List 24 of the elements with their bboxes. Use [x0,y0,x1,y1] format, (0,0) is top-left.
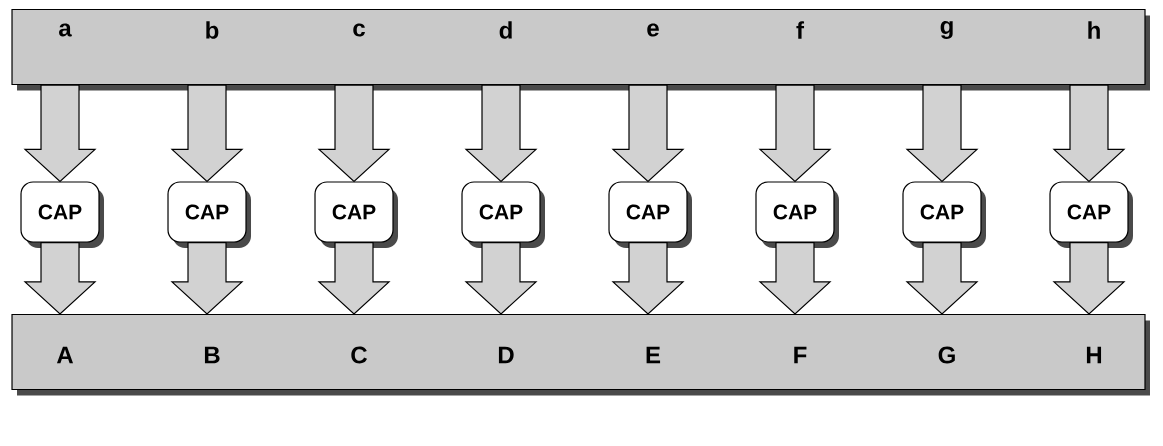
block-arrow [1052,84,1126,183]
block-arrow [905,242,979,315]
block-arrow [758,242,832,315]
block-arrow [611,242,685,315]
block-arrow [23,242,97,315]
cap-box: CAP [461,181,545,248]
block-arrow [317,84,391,183]
cap-box: CAP [167,181,251,248]
block-arrow [611,84,685,183]
cap-box: CAP [20,181,104,248]
cap-box: CAP [1049,181,1133,248]
cap-box: CAP [608,181,692,248]
block-arrow [758,84,832,183]
block-arrow [464,84,538,183]
block-arrow [317,242,391,315]
block-arrow [905,84,979,183]
block-arrow [1052,242,1126,315]
block-arrow [170,84,244,183]
cap-box: CAP [314,181,398,248]
block-arrow [464,242,538,315]
cap-box: CAP [902,181,986,248]
block-arrow [23,84,97,183]
cap-box: CAP [755,181,839,248]
block-arrow [170,242,244,315]
